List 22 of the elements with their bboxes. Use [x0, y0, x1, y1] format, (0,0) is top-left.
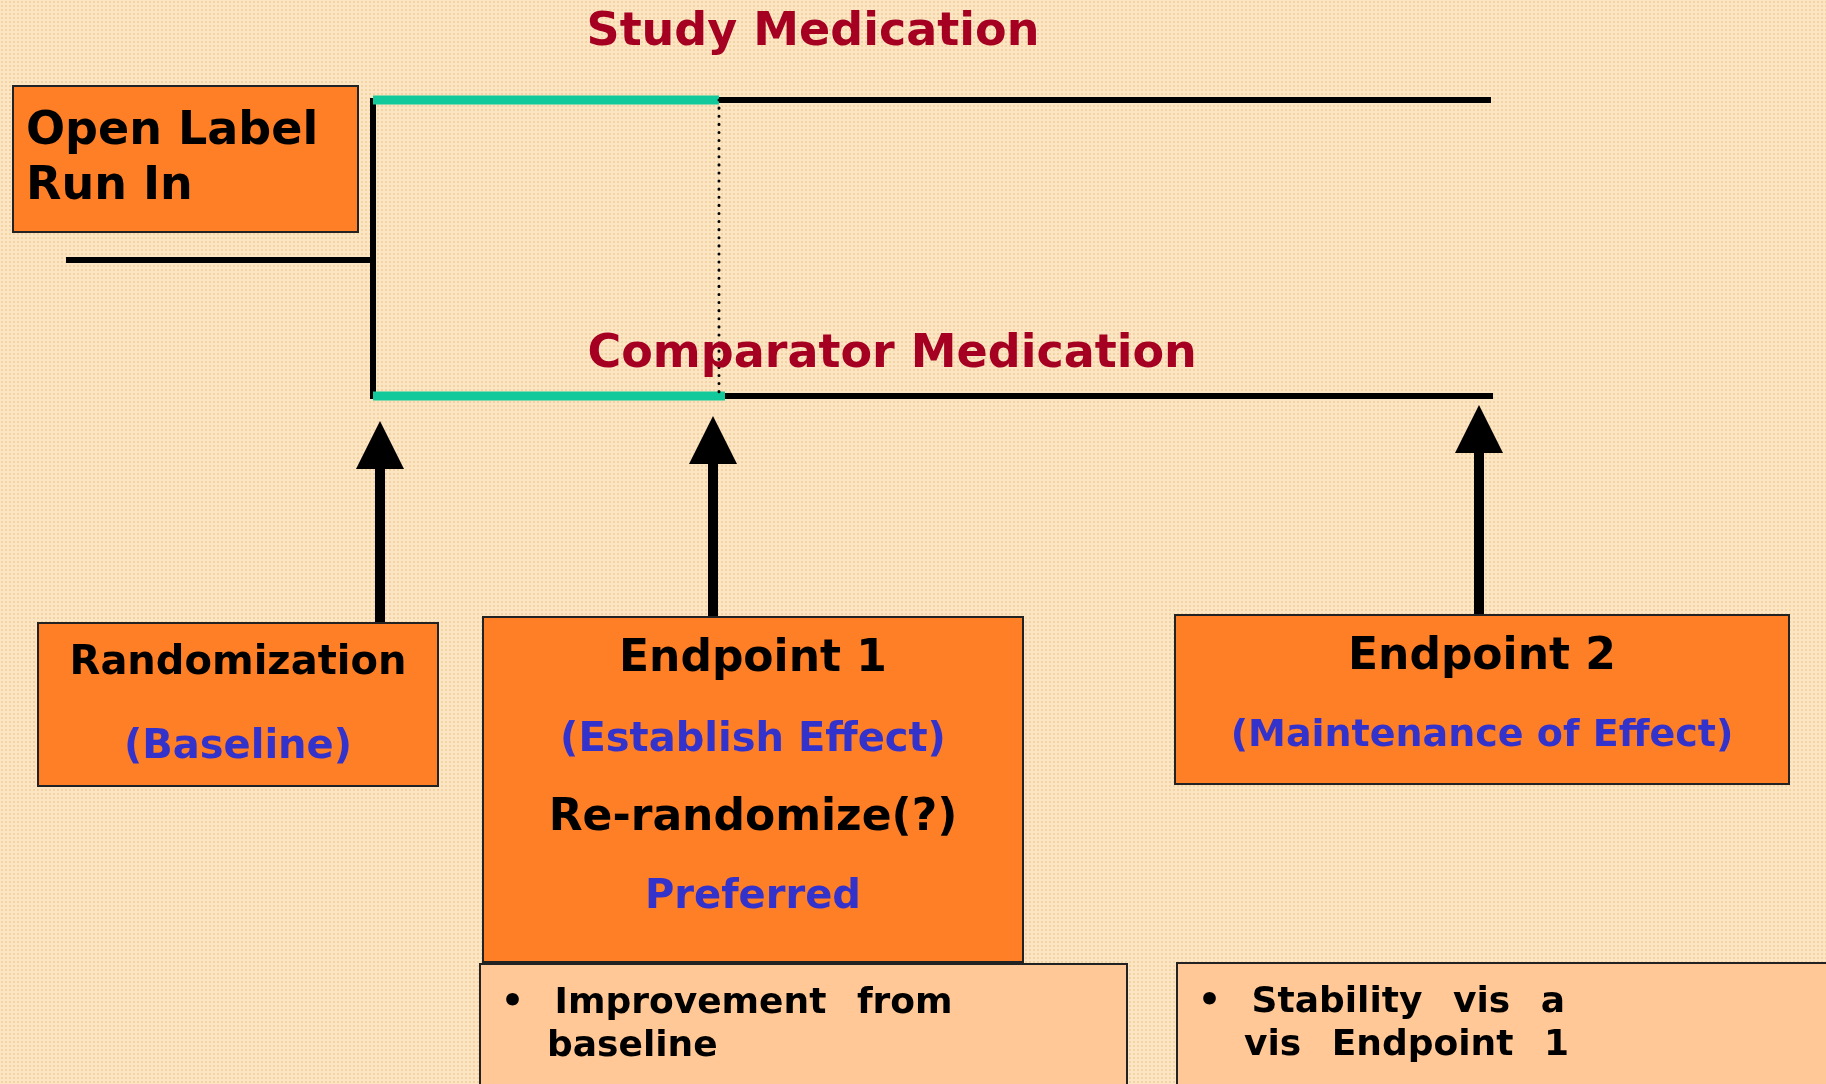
arm-label: Comparator Medication: [587, 324, 1197, 378]
process-box: [37, 622, 439, 787]
box-title: Randomization: [68, 636, 408, 684]
process-box: [482, 616, 1024, 963]
arrow: [689, 416, 737, 616]
arm-label: Study Medication: [586, 2, 1040, 56]
arrow: [356, 421, 404, 622]
process-box: [1174, 614, 1790, 785]
bullet-item: • Stability vis a vis Endpoint 1: [1198, 978, 1571, 1065]
box-text: Preferred: [644, 869, 862, 918]
box-title: Endpoint 2: [1347, 628, 1617, 681]
box-text: (Baseline): [123, 720, 353, 768]
bullet-item: • Improvement from baseline: [501, 979, 954, 1066]
box-title: Open Label Run In: [26, 101, 320, 212]
box-text: Re-randomize(?): [547, 788, 959, 842]
note-box: [1176, 962, 1826, 1084]
arrow: [1455, 405, 1503, 614]
process-box: [12, 85, 359, 233]
box-text: (Maintenance of Effect): [1229, 710, 1735, 757]
note-box: [479, 963, 1128, 1084]
box-text: (Establish Effect): [559, 712, 947, 761]
box-title: Endpoint 1: [618, 630, 888, 683]
